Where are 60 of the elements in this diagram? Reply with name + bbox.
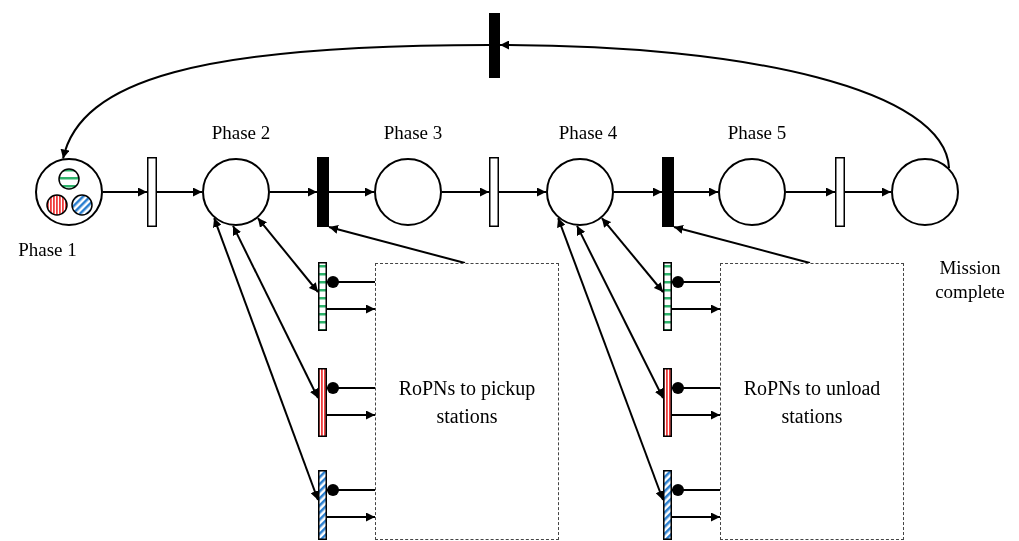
arc-arrow <box>326 410 376 420</box>
place-circle <box>718 158 786 226</box>
arc-arrow <box>613 187 663 197</box>
transition-bar <box>662 157 674 227</box>
arc-arrow <box>156 187 203 197</box>
transition-bar <box>663 368 672 437</box>
place-label: Phase 2 <box>210 121 272 145</box>
transition-bar <box>318 262 327 331</box>
arc-arrow <box>673 224 811 264</box>
arc-arrow <box>557 217 665 501</box>
arc-arrow <box>102 187 148 197</box>
transition-bar <box>318 470 327 540</box>
inhibitor-arc <box>326 484 376 496</box>
place-label: Mission complete <box>934 256 1006 304</box>
place-circle <box>374 158 442 226</box>
arc-arrow <box>232 224 319 399</box>
place-label: Phase 5 <box>726 121 788 145</box>
place-label: Phase 1 <box>17 238 78 262</box>
transition-bar <box>317 157 329 227</box>
transition-bar <box>489 13 500 78</box>
arc-arrow <box>498 187 547 197</box>
arc-arrow <box>328 187 375 197</box>
arc-arrow <box>844 187 892 197</box>
subnet-box <box>720 263 904 540</box>
place-circle <box>891 158 959 226</box>
arc-arrow <box>441 187 490 197</box>
arc-arrow <box>600 217 664 293</box>
inhibitor-arc <box>671 276 721 288</box>
transition-bar <box>663 262 672 331</box>
transition-bar <box>318 368 327 437</box>
transition-bar <box>663 470 672 540</box>
transition-bar <box>835 157 845 227</box>
transition-bar <box>489 157 499 227</box>
place-circle <box>202 158 270 226</box>
inhibitor-arc <box>671 484 721 496</box>
transition-bar <box>147 157 157 227</box>
inhibitor-arc <box>671 382 721 394</box>
arc-arrow <box>328 224 466 264</box>
arc-arrow <box>671 410 721 420</box>
inhibitor-arc <box>326 382 376 394</box>
arc-arrow <box>326 512 376 522</box>
arc-arrow <box>499 40 951 169</box>
arc-arrow <box>785 187 836 197</box>
place-circle <box>546 158 614 226</box>
arc-arrow <box>61 44 490 160</box>
arc-arrow <box>269 187 318 197</box>
arc-arrow <box>213 217 320 501</box>
arc-arrow <box>673 187 719 197</box>
place-label: Phase 3 <box>382 121 444 145</box>
subnet-label: RoPNs to pickup stations <box>397 375 537 429</box>
arc-arrow <box>671 304 721 314</box>
subnet-label: RoPNs to unload stations <box>742 375 882 429</box>
arc-arrow <box>671 512 721 522</box>
place-circle <box>35 158 103 226</box>
place-label: Phase 4 <box>557 121 619 145</box>
inhibitor-arc <box>326 276 376 288</box>
arc-arrow <box>576 224 664 399</box>
arc-arrow <box>256 217 319 293</box>
subnet-box <box>375 263 559 540</box>
arc-arrow <box>326 304 376 314</box>
